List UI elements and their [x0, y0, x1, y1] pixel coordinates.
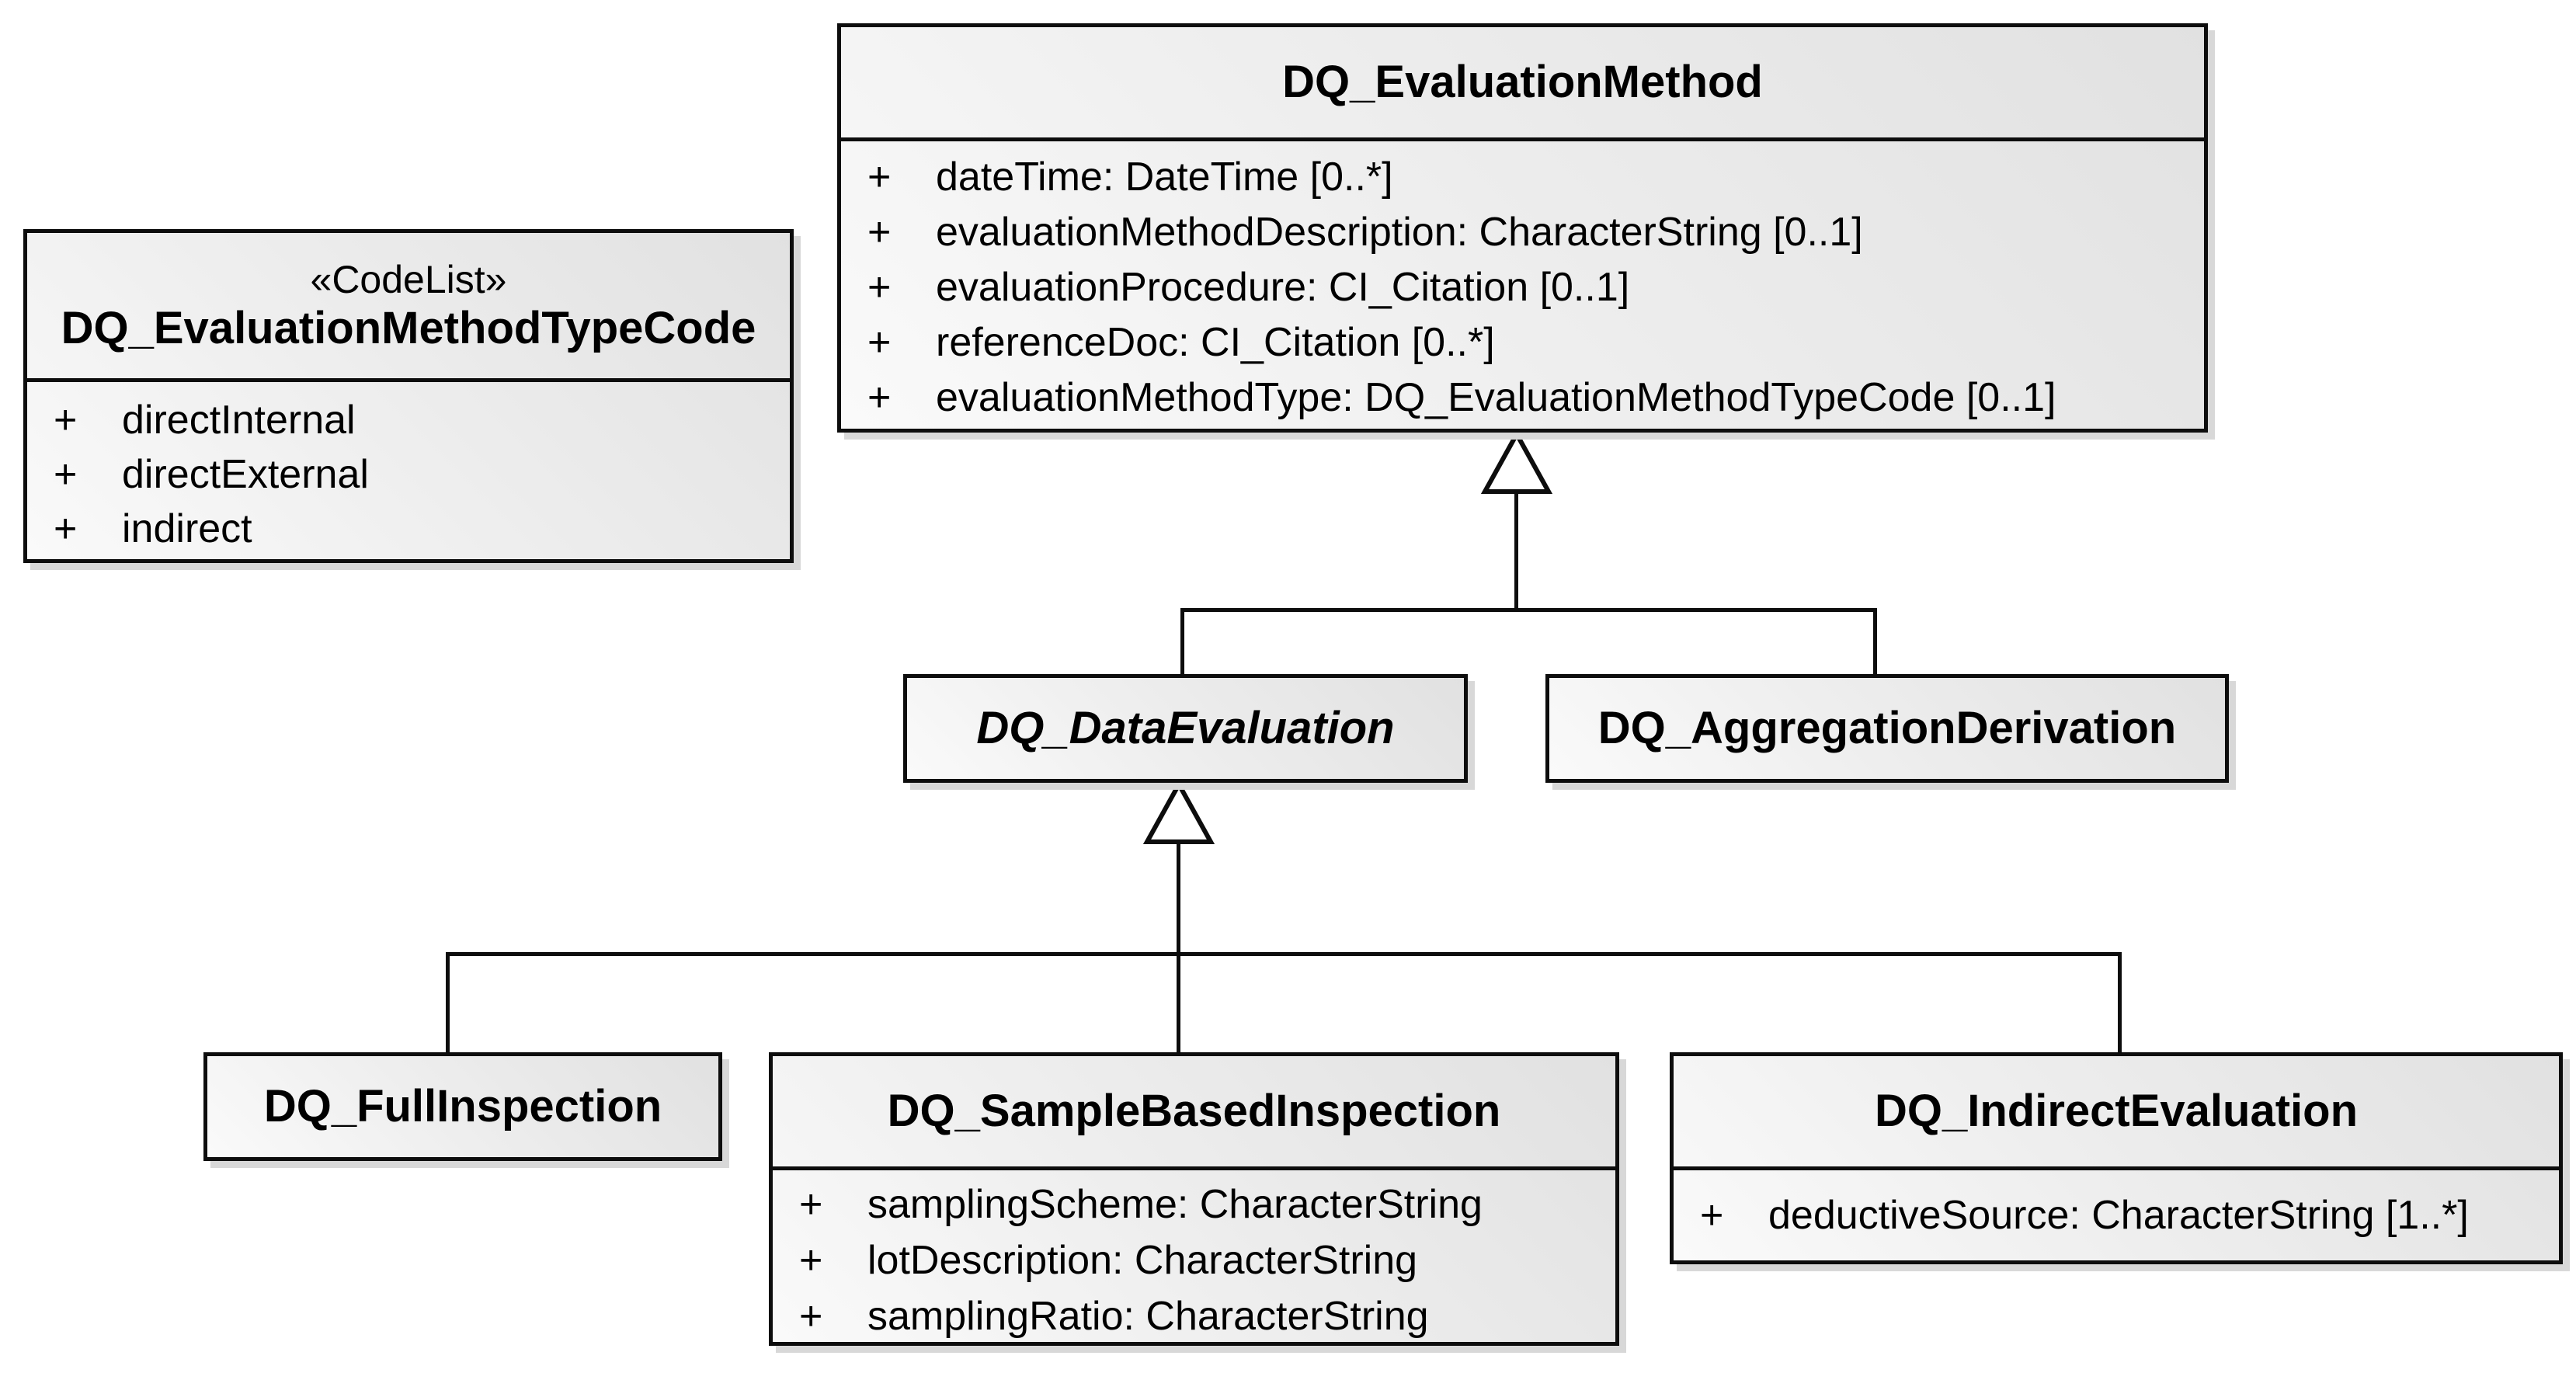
- attribute-text: evaluationProcedure: CI_Citation [0..1]: [936, 264, 1630, 310]
- class-box-dq-samplebasedinspection: DQ_SampleBasedInspection + samplingSchem…: [769, 1052, 1619, 1346]
- class-title-compartment: «CodeList» DQ_EvaluationMethodTypeCode: [27, 233, 790, 378]
- attribute-row: + referenceDoc: CI_Citation [0..*]: [841, 315, 2204, 370]
- visibility-marker: +: [867, 154, 892, 200]
- attribute-text: samplingRatio: CharacterString: [867, 1294, 1429, 1339]
- class-box-dq-dataevaluation: DQ_DataEvaluation: [903, 674, 1468, 783]
- class-title-compartment: DQ_IndirectEvaluation: [1674, 1056, 2559, 1166]
- visibility-marker: +: [1700, 1193, 1724, 1238]
- class-box-dq-evaluationmethod: DQ_EvaluationMethod + dateTime: DateTime…: [837, 23, 2208, 433]
- visibility-marker: +: [799, 1182, 823, 1227]
- attribute-row: + directExternal: [27, 447, 790, 502]
- attribute-text: indirect: [122, 506, 252, 551]
- attribute-row: + lotDescription: CharacterString: [773, 1232, 1615, 1288]
- class-attributes-compartment: + samplingScheme: CharacterString + lotD…: [773, 1166, 1615, 1344]
- class-title-compartment: DQ_EvaluationMethod: [841, 27, 2204, 137]
- class-name: DQ_SampleBasedInspection: [887, 1085, 1501, 1136]
- attribute-text: deductiveSource: CharacterString [1..*]: [1768, 1193, 2469, 1238]
- class-attributes-compartment: + deductiveSource: CharacterString [1..*…: [1674, 1166, 2559, 1260]
- attribute-row: + dateTime: DateTime [0..*]: [841, 149, 2204, 204]
- attribute-row: + indirect: [27, 502, 790, 556]
- class-box-dq-aggregationderivation: DQ_AggregationDerivation: [1545, 674, 2229, 783]
- attribute-row: + evaluationProcedure: CI_Citation [0..1…: [841, 259, 2204, 315]
- attribute-text: evaluationMethodType: DQ_EvaluationMetho…: [936, 374, 2056, 420]
- generalization-line-segment: [1182, 608, 1877, 612]
- visibility-marker: +: [799, 1294, 823, 1339]
- class-name: DQ_FullInspection: [263, 1080, 662, 1131]
- generalization-line-segment: [1873, 608, 1877, 674]
- visibility-marker: +: [867, 374, 892, 420]
- class-attributes-compartment: + dateTime: DateTime [0..*] + evaluation…: [841, 137, 2204, 429]
- stereotype-label: «CodeList»: [310, 258, 507, 302]
- generalization-arrowhead: [1480, 429, 1553, 494]
- generalization-line-segment: [446, 952, 2122, 956]
- visibility-marker: +: [54, 452, 78, 497]
- class-box-dq-fullinspection: DQ_FullInspection: [203, 1052, 722, 1161]
- attribute-row: + samplingRatio: CharacterString: [773, 1288, 1615, 1344]
- class-box-dq-evaluationmethodtypecode: «CodeList» DQ_EvaluationMethodTypeCode +…: [23, 229, 794, 563]
- attribute-row: + evaluationMethodDescription: Character…: [841, 204, 2204, 259]
- attribute-text: samplingScheme: CharacterString: [867, 1182, 1483, 1227]
- class-title-compartment: DQ_DataEvaluation: [907, 678, 1464, 779]
- attribute-row: + evaluationMethodType: DQ_EvaluationMet…: [841, 370, 2204, 425]
- class-name: DQ_IndirectEvaluation: [1874, 1085, 2359, 1136]
- visibility-marker: +: [54, 398, 78, 443]
- class-box-dq-indirectevaluation: DQ_IndirectEvaluation + deductiveSource:…: [1670, 1052, 2563, 1264]
- attribute-text: directExternal: [122, 452, 369, 497]
- attribute-row: + deductiveSource: CharacterString [1..*…: [1674, 1187, 2559, 1243]
- attribute-text: lotDescription: CharacterString: [867, 1238, 1418, 1283]
- class-name: DQ_DataEvaluation: [976, 702, 1395, 753]
- attribute-text: dateTime: DateTime [0..*]: [936, 154, 1393, 200]
- generalization-line-segment: [1177, 842, 1180, 1052]
- visibility-marker: +: [867, 264, 892, 310]
- class-name: DQ_AggregationDerivation: [1597, 702, 2177, 753]
- attribute-text: referenceDoc: CI_Citation [0..*]: [936, 319, 1495, 365]
- generalization-line-segment: [446, 952, 450, 1052]
- visibility-marker: +: [799, 1238, 823, 1283]
- visibility-marker: +: [867, 319, 892, 365]
- attribute-text: evaluationMethodDescription: CharacterSt…: [936, 209, 1863, 255]
- generalization-line-segment: [1180, 608, 1184, 674]
- generalization-line-segment: [1514, 492, 1518, 611]
- class-title-compartment: DQ_AggregationDerivation: [1549, 678, 2225, 779]
- attribute-row: + samplingScheme: CharacterString: [773, 1177, 1615, 1232]
- class-name: DQ_EvaluationMethodTypeCode: [61, 303, 756, 354]
- class-attributes-compartment: + directInternal + directExternal + indi…: [27, 378, 790, 559]
- attribute-row: + directInternal: [27, 393, 790, 447]
- visibility-marker: +: [867, 209, 892, 255]
- generalization-line-segment: [2118, 952, 2122, 1052]
- class-title-compartment: DQ_FullInspection: [207, 1056, 718, 1157]
- class-title-compartment: DQ_SampleBasedInspection: [773, 1056, 1615, 1166]
- attribute-text: directInternal: [122, 398, 356, 443]
- visibility-marker: +: [54, 506, 78, 551]
- generalization-arrowhead: [1142, 779, 1215, 844]
- class-name: DQ_EvaluationMethod: [1282, 56, 1763, 107]
